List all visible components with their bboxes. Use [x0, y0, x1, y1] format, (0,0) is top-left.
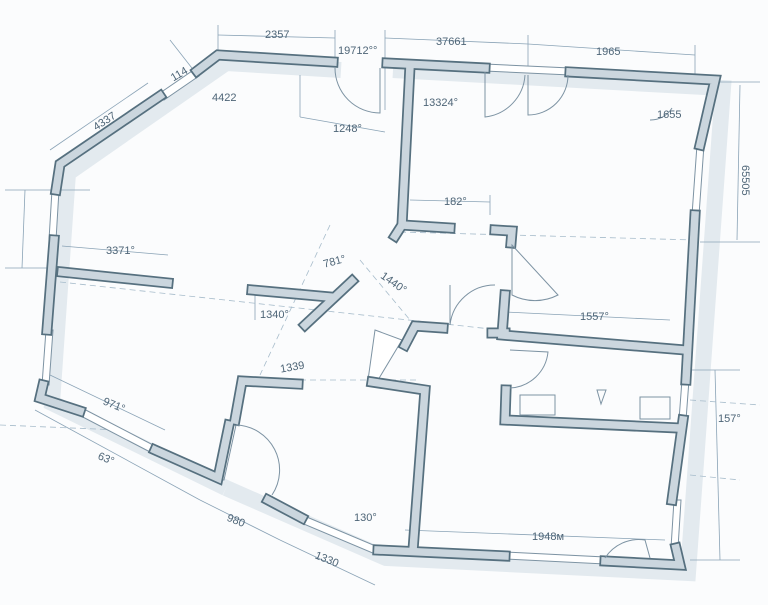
dim-label: 157° [718, 413, 741, 425]
dim-label: 1948м [532, 531, 564, 543]
window [670, 499, 682, 549]
dim-label: 1330 [313, 550, 340, 570]
door-swing [604, 539, 651, 559]
dim-label: 3371° [106, 245, 135, 257]
dim-label: 130° [354, 512, 377, 524]
fixture [519, 394, 556, 416]
door-swing [235, 424, 281, 496]
door-swing [449, 284, 496, 326]
door-swing [511, 243, 559, 302]
dim-label: 1248° [333, 123, 362, 135]
dim-label: 19712°° [338, 45, 377, 57]
dim-label: 1339 [279, 360, 305, 376]
dim-label: 1440° [378, 270, 409, 296]
dim-label: 781° [322, 253, 347, 270]
doors [235, 67, 673, 559]
dim-label: 65505 [739, 165, 751, 196]
dimension-lines [0, 25, 761, 586]
fixture [639, 396, 671, 420]
dim-label: 1965 [596, 46, 620, 58]
dim-label: 1340° [260, 309, 289, 321]
window [76, 406, 156, 454]
dim-label: 980 [225, 512, 247, 530]
door-swing [484, 72, 526, 118]
dim-label: 971° [101, 396, 127, 416]
walls [33, 49, 722, 571]
dim-label: 37661 [436, 36, 467, 48]
door-swing [527, 74, 569, 116]
dimension-labels: 2357 19712°° 37661 1965 114 4422 4337 12… [91, 29, 751, 570]
dim-label: 2357 [265, 29, 289, 41]
dim-label: 4422 [212, 92, 236, 104]
window [678, 379, 690, 421]
dim-label: 63° [96, 450, 116, 467]
dim-label: 1655 [657, 109, 681, 121]
door-swing [649, 107, 673, 121]
dim-label: 1557° [580, 311, 609, 323]
door-swing [334, 67, 381, 114]
fixture-triangle [596, 389, 607, 406]
dim-label: 13324° [423, 97, 458, 109]
window [691, 144, 705, 216]
dim-label: 182° [444, 196, 467, 208]
door-swing [509, 349, 549, 389]
